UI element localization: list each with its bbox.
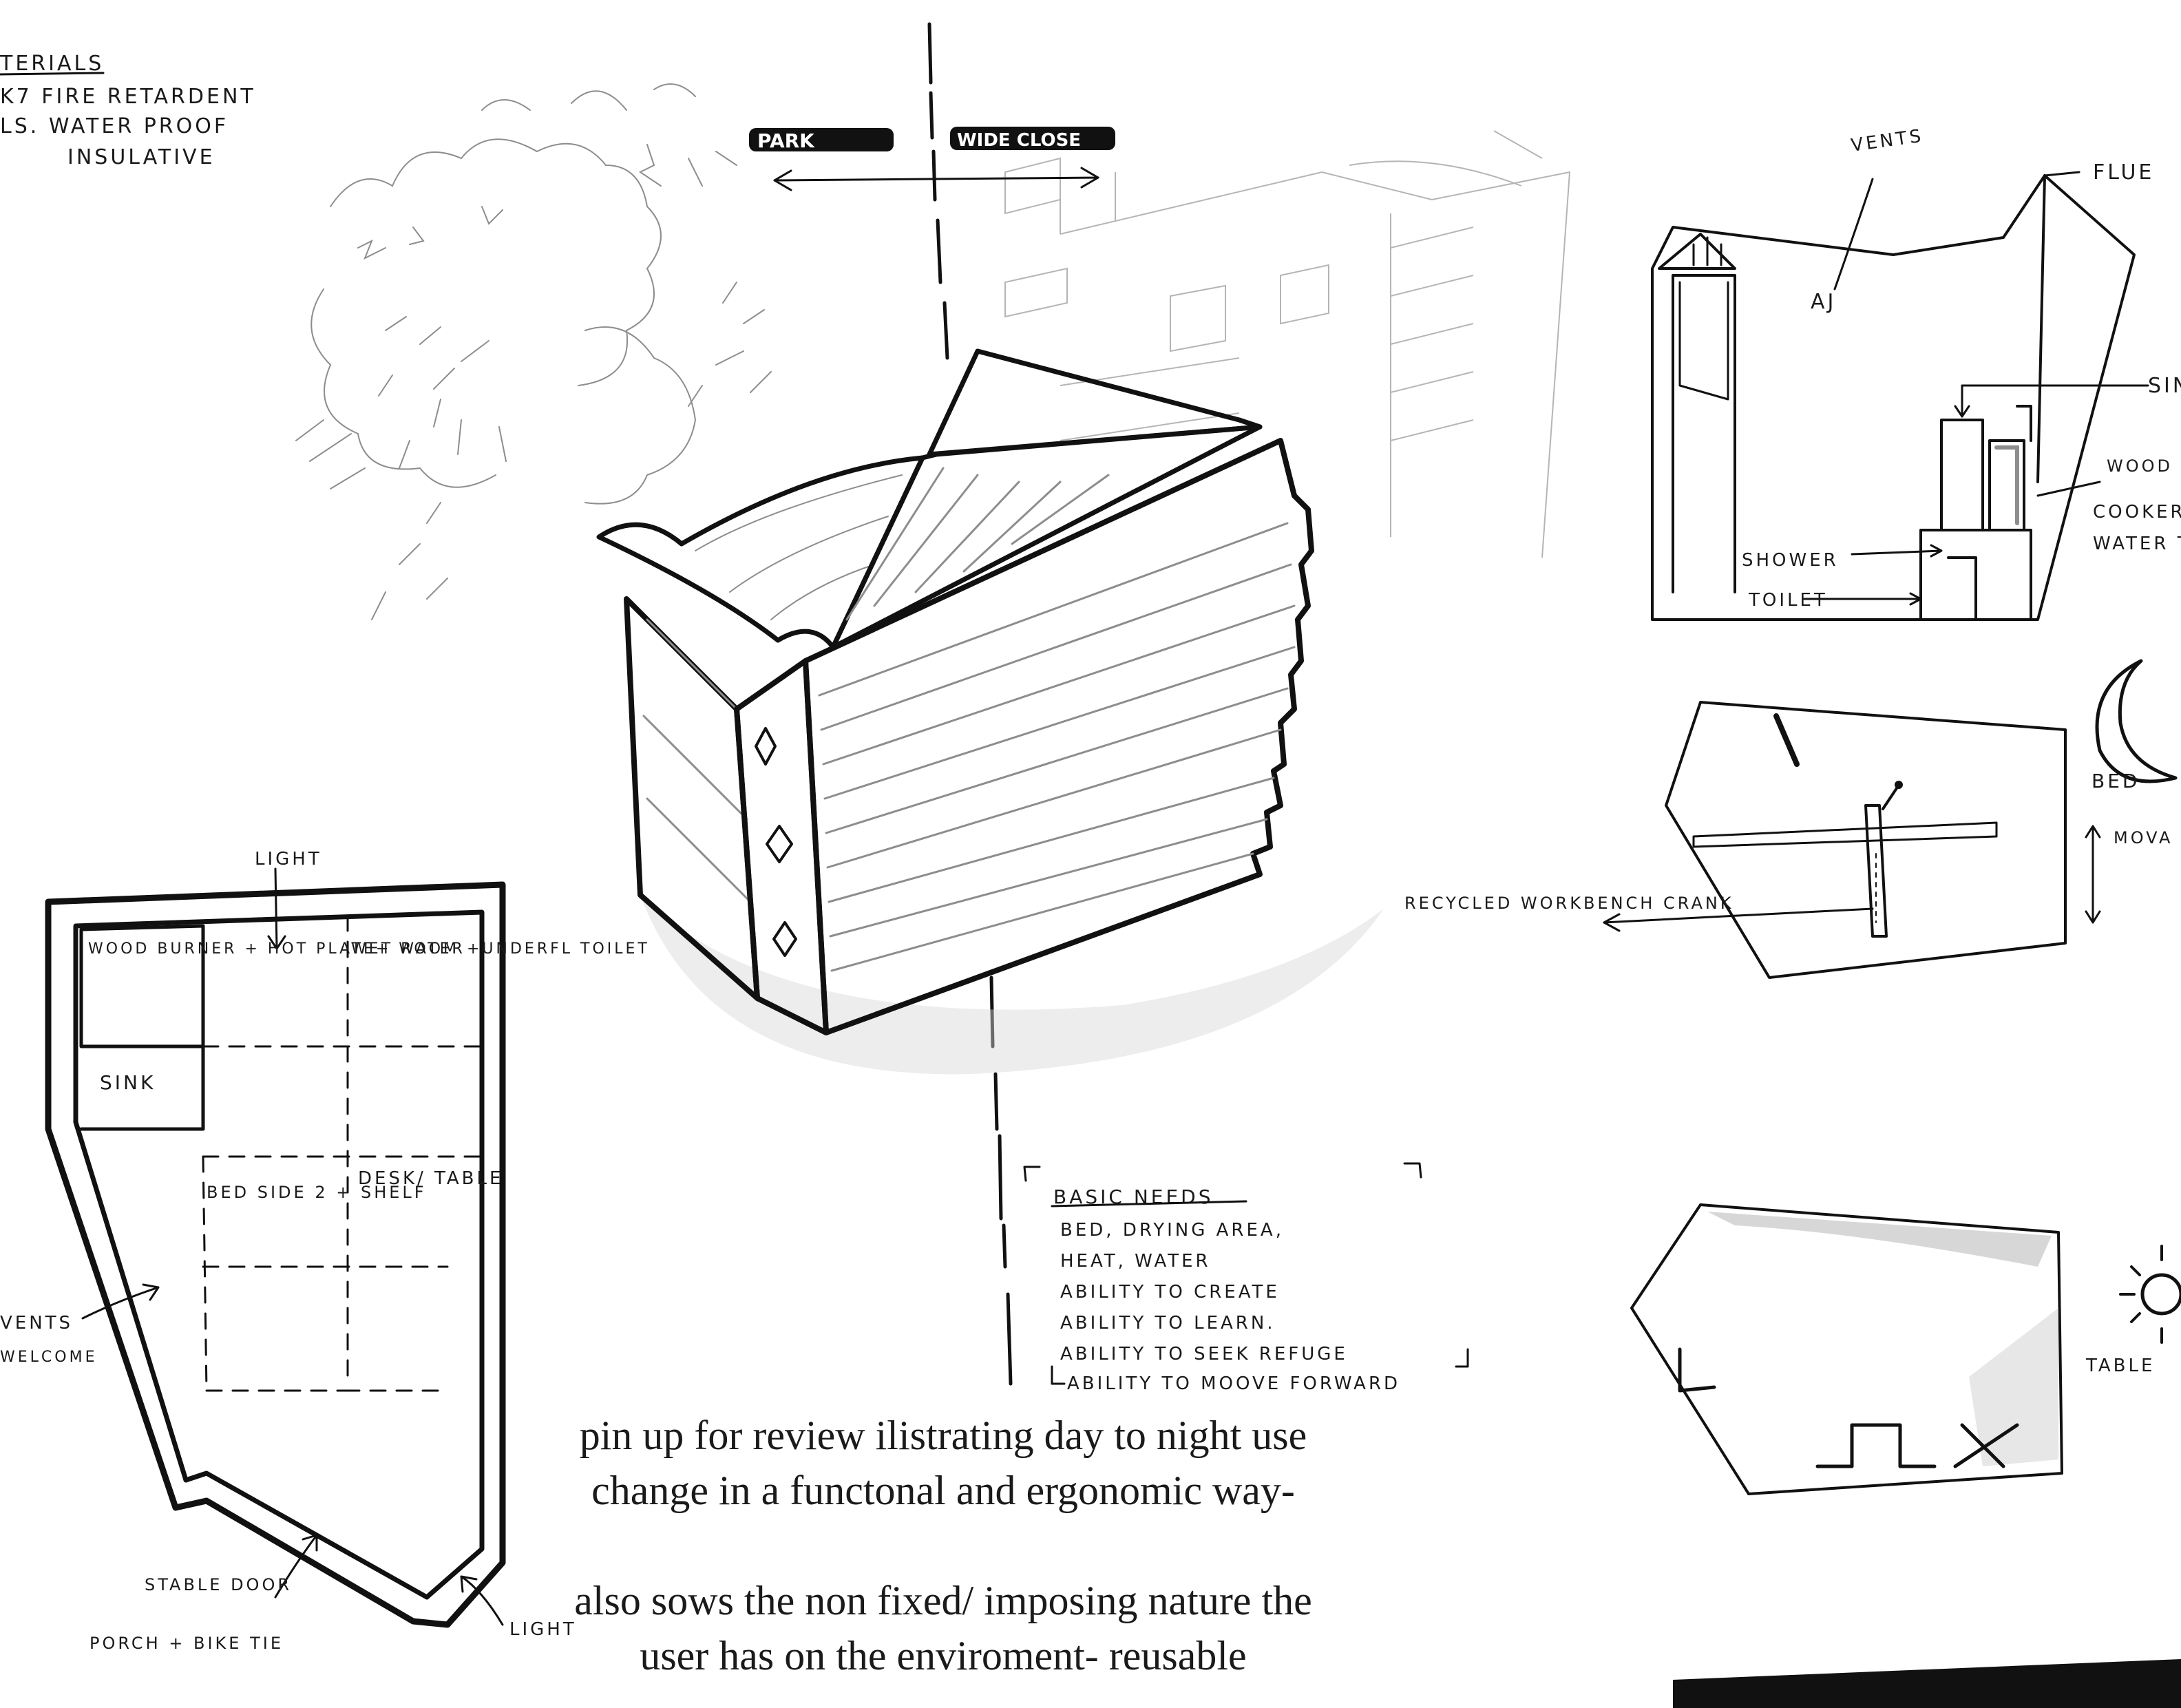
plan-desk: DESK/ TABLE: [358, 1168, 503, 1189]
caption-line-2: change in a functonal and ergonomic way-: [591, 1468, 1295, 1513]
basic-needs-item-2: HEAT, WATER: [1060, 1251, 1211, 1272]
review-caption: pin up for review ilistrating day to nig…: [574, 1413, 1312, 1678]
park-label: PARK: [757, 129, 815, 152]
svg-text:BED SIDE 2 + SHELF: BED SIDE 2 + SHELF: [207, 1183, 427, 1202]
basic-needs-item-4: ABILITY TO LEARN.: [1060, 1313, 1276, 1333]
aj-label: AJ: [1811, 290, 1836, 314]
night-mode-drawing: BED MOVA BED PLATFO +FOLDI RECYCLED WORK…: [1404, 659, 2181, 979]
sink-label: SIN: [2148, 374, 2181, 398]
caption-line-1: pin up for review ilistrating day to nig…: [580, 1413, 1307, 1458]
materials-line-2: LS. WATER PROOF: [0, 114, 229, 138]
plan-bed: BED SIDE 2 + SHELF: [207, 1183, 427, 1202]
water-tank-label: WATER TANK: [2093, 534, 2181, 554]
basic-needs-item-1: BED, DRYING AREA,: [1060, 1220, 1284, 1241]
plan-light-bottom: LIGHT: [509, 1619, 577, 1640]
bed-label: BED: [2092, 770, 2140, 792]
park-label-bg: [749, 128, 894, 151]
services-section-drawing: VENTS FLUE AJ SIN WOOD BURNE COOKER WATE…: [1651, 125, 2181, 621]
plan-sink: SINK: [100, 1071, 156, 1094]
site-sketch-background: [295, 83, 1571, 620]
shower-label: SHOWER: [1742, 550, 1839, 571]
flue-label: FLUE: [2093, 160, 2154, 184]
floor-plan: LIGHT WOOD BURNER + HOT PLATE+ WATER WET…: [0, 849, 650, 1653]
vents-label: VENTS: [1850, 125, 1925, 156]
svg-text:DESK/ TABLE: DESK/ TABLE: [358, 1168, 503, 1189]
svg-text:WET ROOM +UNDERFL TOILET: WET ROOM +UNDERFL TOILET: [351, 940, 650, 958]
cooker-label: COOKER: [2093, 502, 2181, 523]
prototype-axonometric: [596, 348, 1384, 1075]
svg-text:WOOD BURNE: WOOD BURNE: [2107, 456, 2181, 476]
caption-line-3: also sows the non fixed/ imposing nature…: [574, 1578, 1312, 1623]
materials-line-1: K7 FIRE RETARDENT: [0, 85, 256, 109]
svg-text:MOVA BED PLATFO +FOLDI: MOVA BED PLATFO +FOLDI: [2114, 828, 2181, 847]
site-divider: PARK WIDE CLOSE: [749, 22, 1115, 1386]
plan-stable-door: STABLE DOOR: [145, 1575, 292, 1594]
wide-close-label-bg: [950, 127, 1115, 150]
caption-line-4: user has on the enviroment- reusable: [640, 1633, 1246, 1678]
plan-wet-room: WET ROOM +UNDERFL TOILET: [351, 940, 650, 958]
recycled-crank-label: RECYCLED WORKBENCH CRANK: [1404, 894, 1734, 913]
plan-welcome: WELCOME: [0, 1349, 97, 1366]
svg-text:WOOD BURNER + HOT PLATE+ WATER: WOOD BURNER + HOT PLATE+ WATER: [88, 940, 465, 958]
svg-text:RECYCLED WORKBENCH CRANK: RECYCLED WORKBENCH CRANK: [1404, 894, 1734, 913]
materials-line-3: INSULATIVE: [67, 145, 215, 169]
toilet-label: TOILET: [1748, 590, 1828, 611]
basic-needs-item-5: ABILITY TO SEEK REFUGE: [1060, 1344, 1348, 1364]
materials-note: TERIALS K7 FIRE RETARDENT LS. WATER PROO…: [0, 52, 256, 169]
basic-needs-item-3: ABILITY TO CREATE: [1060, 1282, 1280, 1303]
plan-vents: VENTS: [0, 1313, 73, 1333]
wide-close-label: WIDE CLOSE: [957, 130, 1081, 151]
svg-text:STABLE DOOR: STABLE DOOR: [145, 1575, 292, 1594]
basic-needs-item-6: ABILITY TO MOOVE FORWARD: [1067, 1373, 1400, 1394]
movable-bed-label: MOVA BED PLATFO +FOLDI: [2114, 828, 2181, 847]
materials-heading: TERIALS: [0, 52, 104, 76]
plan-wood-burner: WOOD BURNER + HOT PLATE+ WATER: [88, 940, 465, 958]
basic-needs-note: BASIC NEEDS BED, DRYING AREA, HEAT, WATE…: [1023, 1162, 1469, 1394]
day-mode-drawing: TABLE: [1630, 1203, 2181, 1708]
plan-light-top: LIGHT: [255, 849, 322, 869]
table-label: TABLE: [2085, 1356, 2155, 1376]
wood-burner-label: WOOD BURNE: [2107, 456, 2181, 476]
plan-porch: PORCH + BIKE TIE: [89, 1634, 284, 1653]
